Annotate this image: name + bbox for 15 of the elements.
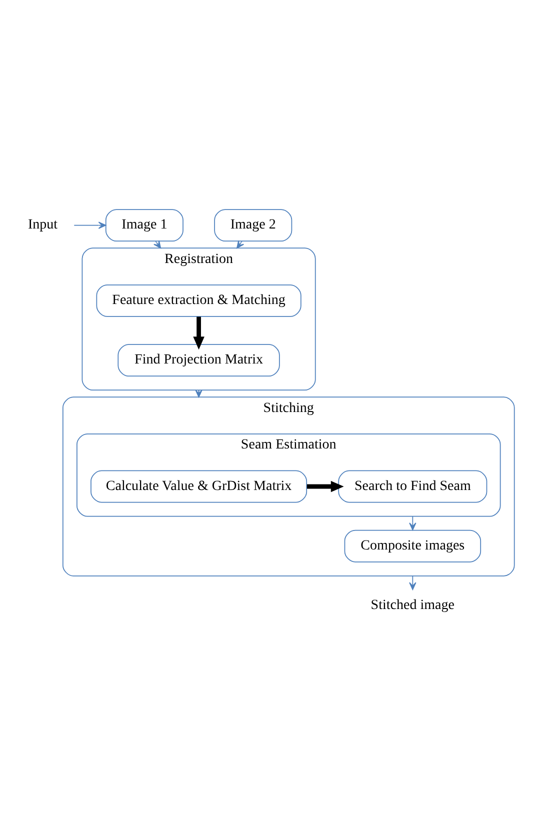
node-text: Input — [28, 217, 58, 232]
node-box: Find Projection Matrix — [118, 344, 280, 376]
node-box: Image 1 — [105, 208, 184, 241]
arrow — [193, 316, 204, 350]
arrow — [306, 480, 344, 492]
node-box: Composite images — [344, 529, 482, 562]
node-box: Feature extraction & Matching — [96, 284, 302, 316]
node-box: Search to Find Seam — [338, 470, 488, 502]
arrow — [236, 240, 244, 248]
arrow — [409, 515, 416, 530]
node-box: Image 2 — [214, 208, 292, 241]
arrow — [409, 574, 416, 590]
node-text: Stitched image — [370, 598, 455, 613]
arrow — [74, 221, 106, 228]
node-box: Calculate Value & GrDist Matrix — [90, 470, 308, 502]
